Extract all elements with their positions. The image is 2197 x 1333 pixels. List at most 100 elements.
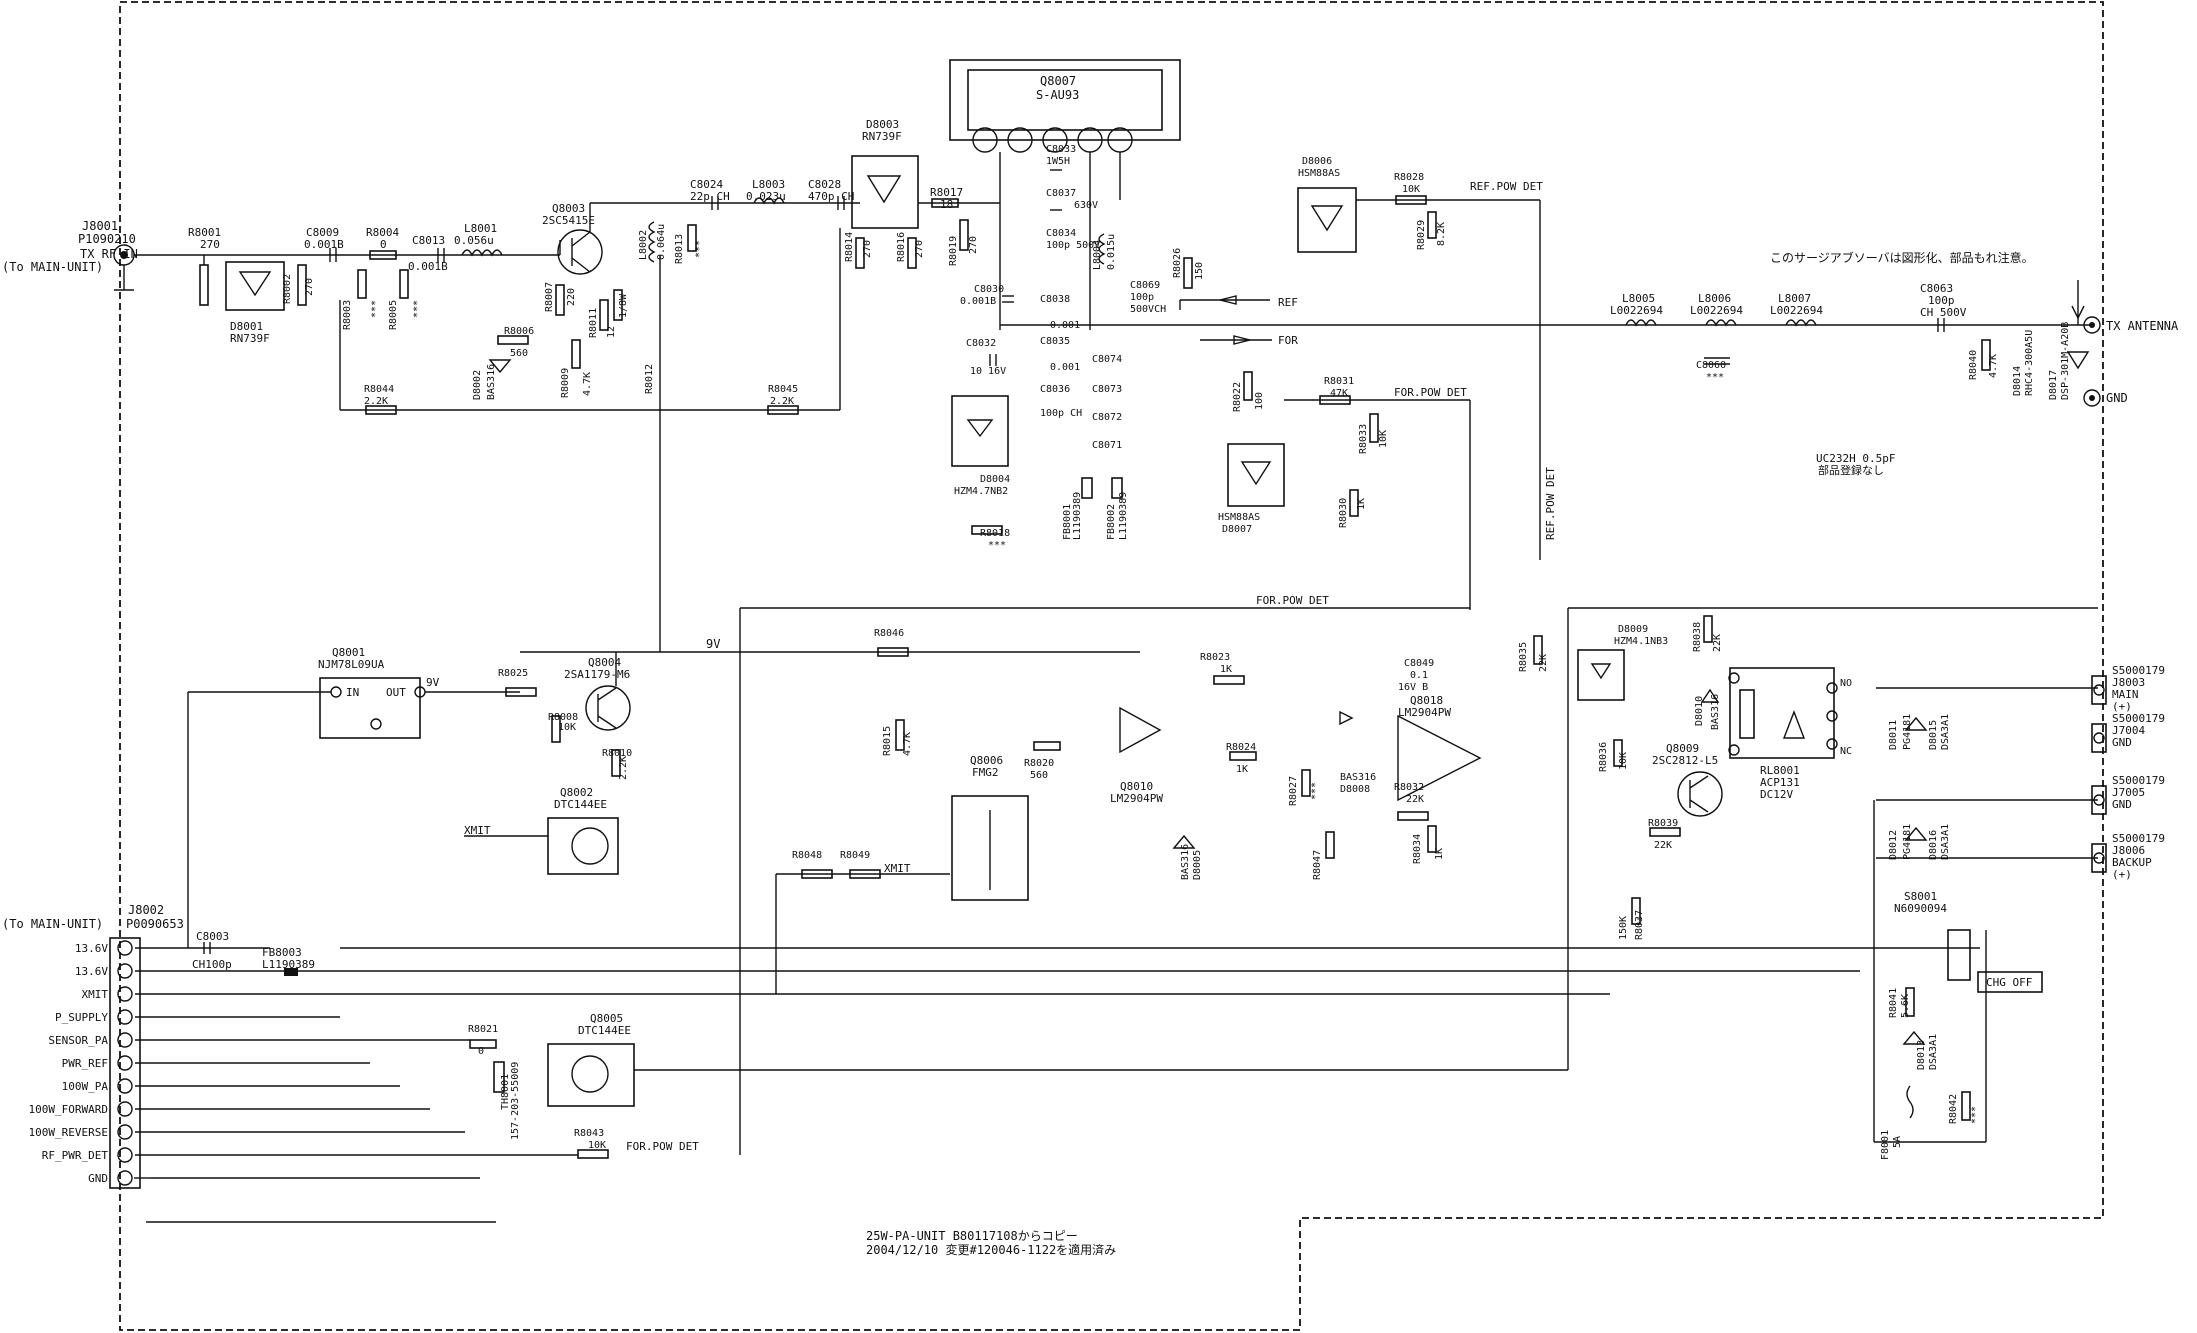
j8001-dest: (To MAIN-UNIT) xyxy=(2,260,103,274)
note-uc: UC232H 0.5pF xyxy=(1816,452,1895,465)
output-terminal-pin xyxy=(2093,852,2105,864)
svg-text:TH8001: TH8001 xyxy=(500,1074,511,1110)
svg-text:R8007: R8007 xyxy=(544,282,555,312)
svg-text:270: 270 xyxy=(200,238,220,251)
d8014: D8014 RHC4-300A5U xyxy=(2012,330,2035,396)
j8002-pin-1 xyxy=(117,940,133,956)
svg-text:R8011: R8011 xyxy=(588,308,599,338)
svg-text:D8008: D8008 xyxy=(1340,784,1370,795)
j8002-pin-label: PWR_REF xyxy=(62,1057,108,1070)
svg-text:L1190389: L1190389 xyxy=(262,958,315,971)
svg-text:Q8005: Q8005 xyxy=(590,1012,623,1025)
chg-off-button[interactable]: CHG OFF xyxy=(1977,971,2043,993)
svg-text:2.2K: 2.2K xyxy=(770,396,794,407)
net-9v-reg: 9V xyxy=(426,676,440,689)
svg-text:DSP-301M-A20B: DSP-301M-A20B xyxy=(2060,322,2071,400)
svg-text:D8001: D8001 xyxy=(230,320,263,333)
svg-text:R8002: R8002 xyxy=(282,274,293,304)
svg-text:0.064u: 0.064u xyxy=(656,224,667,260)
d8001: D8001 RN739F xyxy=(225,261,285,345)
svg-text:0.1: 0.1 xyxy=(1410,670,1428,681)
svg-text:L8005: L8005 xyxy=(1622,292,1655,305)
svg-text:L0022694: L0022694 xyxy=(1770,304,1823,317)
svg-text:C8009: C8009 xyxy=(306,226,339,239)
q8003: Q8003 2SC5415E xyxy=(542,202,603,275)
svg-text:2SA1179-M6: 2SA1179-M6 xyxy=(564,668,630,681)
net-xmit-a: XMIT xyxy=(464,824,491,837)
footer-note-2: 2004/12/10 変更#120046-1122を適用済み xyxy=(866,1242,1116,1257)
c8060: C8060 *** xyxy=(1696,357,1730,383)
svg-text:BAS316: BAS316 xyxy=(486,364,497,400)
svg-text:1K: 1K xyxy=(1236,764,1248,775)
svg-text:100: 100 xyxy=(1254,392,1265,410)
svg-text:BAS316: BAS316 xyxy=(1180,844,1191,880)
svg-text:10K: 10K xyxy=(558,722,576,733)
tx-antenna-terminal: TX ANTENNA xyxy=(2083,316,2179,334)
svg-text:DTC144EE: DTC144EE xyxy=(578,1024,631,1037)
c8073: C8073 xyxy=(1092,384,1122,395)
svg-text:10K: 10K xyxy=(1378,430,1389,448)
svg-text:FB8003: FB8003 xyxy=(262,946,302,959)
net-for-pow-det-3: FOR.POW DET xyxy=(626,1140,699,1153)
c8035: C8035 0.001 xyxy=(1040,336,1080,373)
svg-text:R8008: R8008 xyxy=(548,712,578,723)
j8002-pin-label: P_SUPPLY xyxy=(55,1011,108,1024)
c8074: C8074 xyxy=(1092,354,1122,365)
svg-text:R8026: R8026 xyxy=(1172,248,1183,278)
q8002: Q8002 DTC144EE xyxy=(547,786,619,875)
svg-text:C8003: C8003 xyxy=(196,930,229,943)
svg-text:F8001: F8001 xyxy=(1880,1130,1891,1160)
svg-text:R8024: R8024 xyxy=(1226,742,1256,753)
svg-text:RHC4-300A5U: RHC4-300A5U xyxy=(2024,330,2035,396)
svg-text:NO: NO xyxy=(1840,678,1852,689)
svg-text:0: 0 xyxy=(478,1046,484,1057)
c8071: C8071 xyxy=(1092,440,1122,451)
svg-text:R8048: R8048 xyxy=(792,850,822,861)
r8016: R8016 270 xyxy=(896,232,925,269)
svg-text:220: 220 xyxy=(566,288,577,306)
c8049: C8049 0.1 16V B xyxy=(1398,658,1434,693)
d8006: D8006 HSM88AS xyxy=(1297,156,1357,253)
svg-text:S-AU93: S-AU93 xyxy=(1036,88,1079,102)
svg-text:C8033: C8033 xyxy=(1046,144,1076,155)
svg-text:D8016: D8016 xyxy=(1928,830,1939,860)
c8034: C8034 100p 500V xyxy=(1046,228,1100,251)
svg-text:100p CH: 100p CH xyxy=(1040,408,1082,419)
svg-text:D8002: D8002 xyxy=(472,370,483,400)
svg-text:R8009: R8009 xyxy=(560,368,571,398)
svg-text:10K: 10K xyxy=(1402,184,1420,195)
footer-note-1: 25W-PA-UNIT B80117108からコピー xyxy=(866,1229,1078,1243)
d8010: D8010 BAS316 xyxy=(1694,688,1721,730)
r8008: R8008 10K xyxy=(548,712,578,743)
svg-text:D8003: D8003 xyxy=(866,118,899,131)
r8047: R8047 xyxy=(1312,831,1335,880)
svg-text:Q8003: Q8003 xyxy=(552,202,585,215)
svg-text:C8036: C8036 xyxy=(1040,384,1070,395)
r8020: R8020 560 xyxy=(1024,741,1061,781)
svg-text:Q8001: Q8001 xyxy=(332,646,365,659)
svg-text:1K: 1K xyxy=(1220,664,1232,675)
output-terminal-label: GND xyxy=(2112,798,2132,811)
r8035: R8035 22K xyxy=(1518,635,1549,672)
output-terminal-label: GND xyxy=(2112,736,2132,749)
svg-text:HSM88AS: HSM88AS xyxy=(1218,512,1260,523)
svg-text:4.7K: 4.7K xyxy=(582,372,593,396)
c8063: C8063 100p CH 500V xyxy=(1920,282,1967,332)
rl8001: NO NC RL8001 ACP131 DC12V xyxy=(1728,667,1852,801)
q8006: Q8006 FMG2 xyxy=(951,754,1029,901)
svg-text:C8034: C8034 xyxy=(1046,228,1076,239)
svg-text:D8012: D8012 xyxy=(1888,830,1899,860)
svg-text:470p CH: 470p CH xyxy=(808,190,854,203)
svg-text:C8038: C8038 xyxy=(1040,294,1070,305)
r8021: R8021 0 xyxy=(468,1024,498,1057)
svg-text:C8069: C8069 xyxy=(1130,280,1160,291)
j8002-pin-label: 100W_PA xyxy=(62,1080,109,1093)
svg-text:0.023u: 0.023u xyxy=(746,190,786,203)
svg-text:L0022694: L0022694 xyxy=(1690,304,1743,317)
l8005: L8005 L0022694 xyxy=(1610,292,1663,327)
svg-text:CHG OFF: CHG OFF xyxy=(1986,976,2032,989)
fb8003: FB8003 L1190389 xyxy=(262,946,315,976)
svg-text:R8017: R8017 xyxy=(930,186,963,199)
svg-text:BAS316: BAS316 xyxy=(1710,694,1721,730)
